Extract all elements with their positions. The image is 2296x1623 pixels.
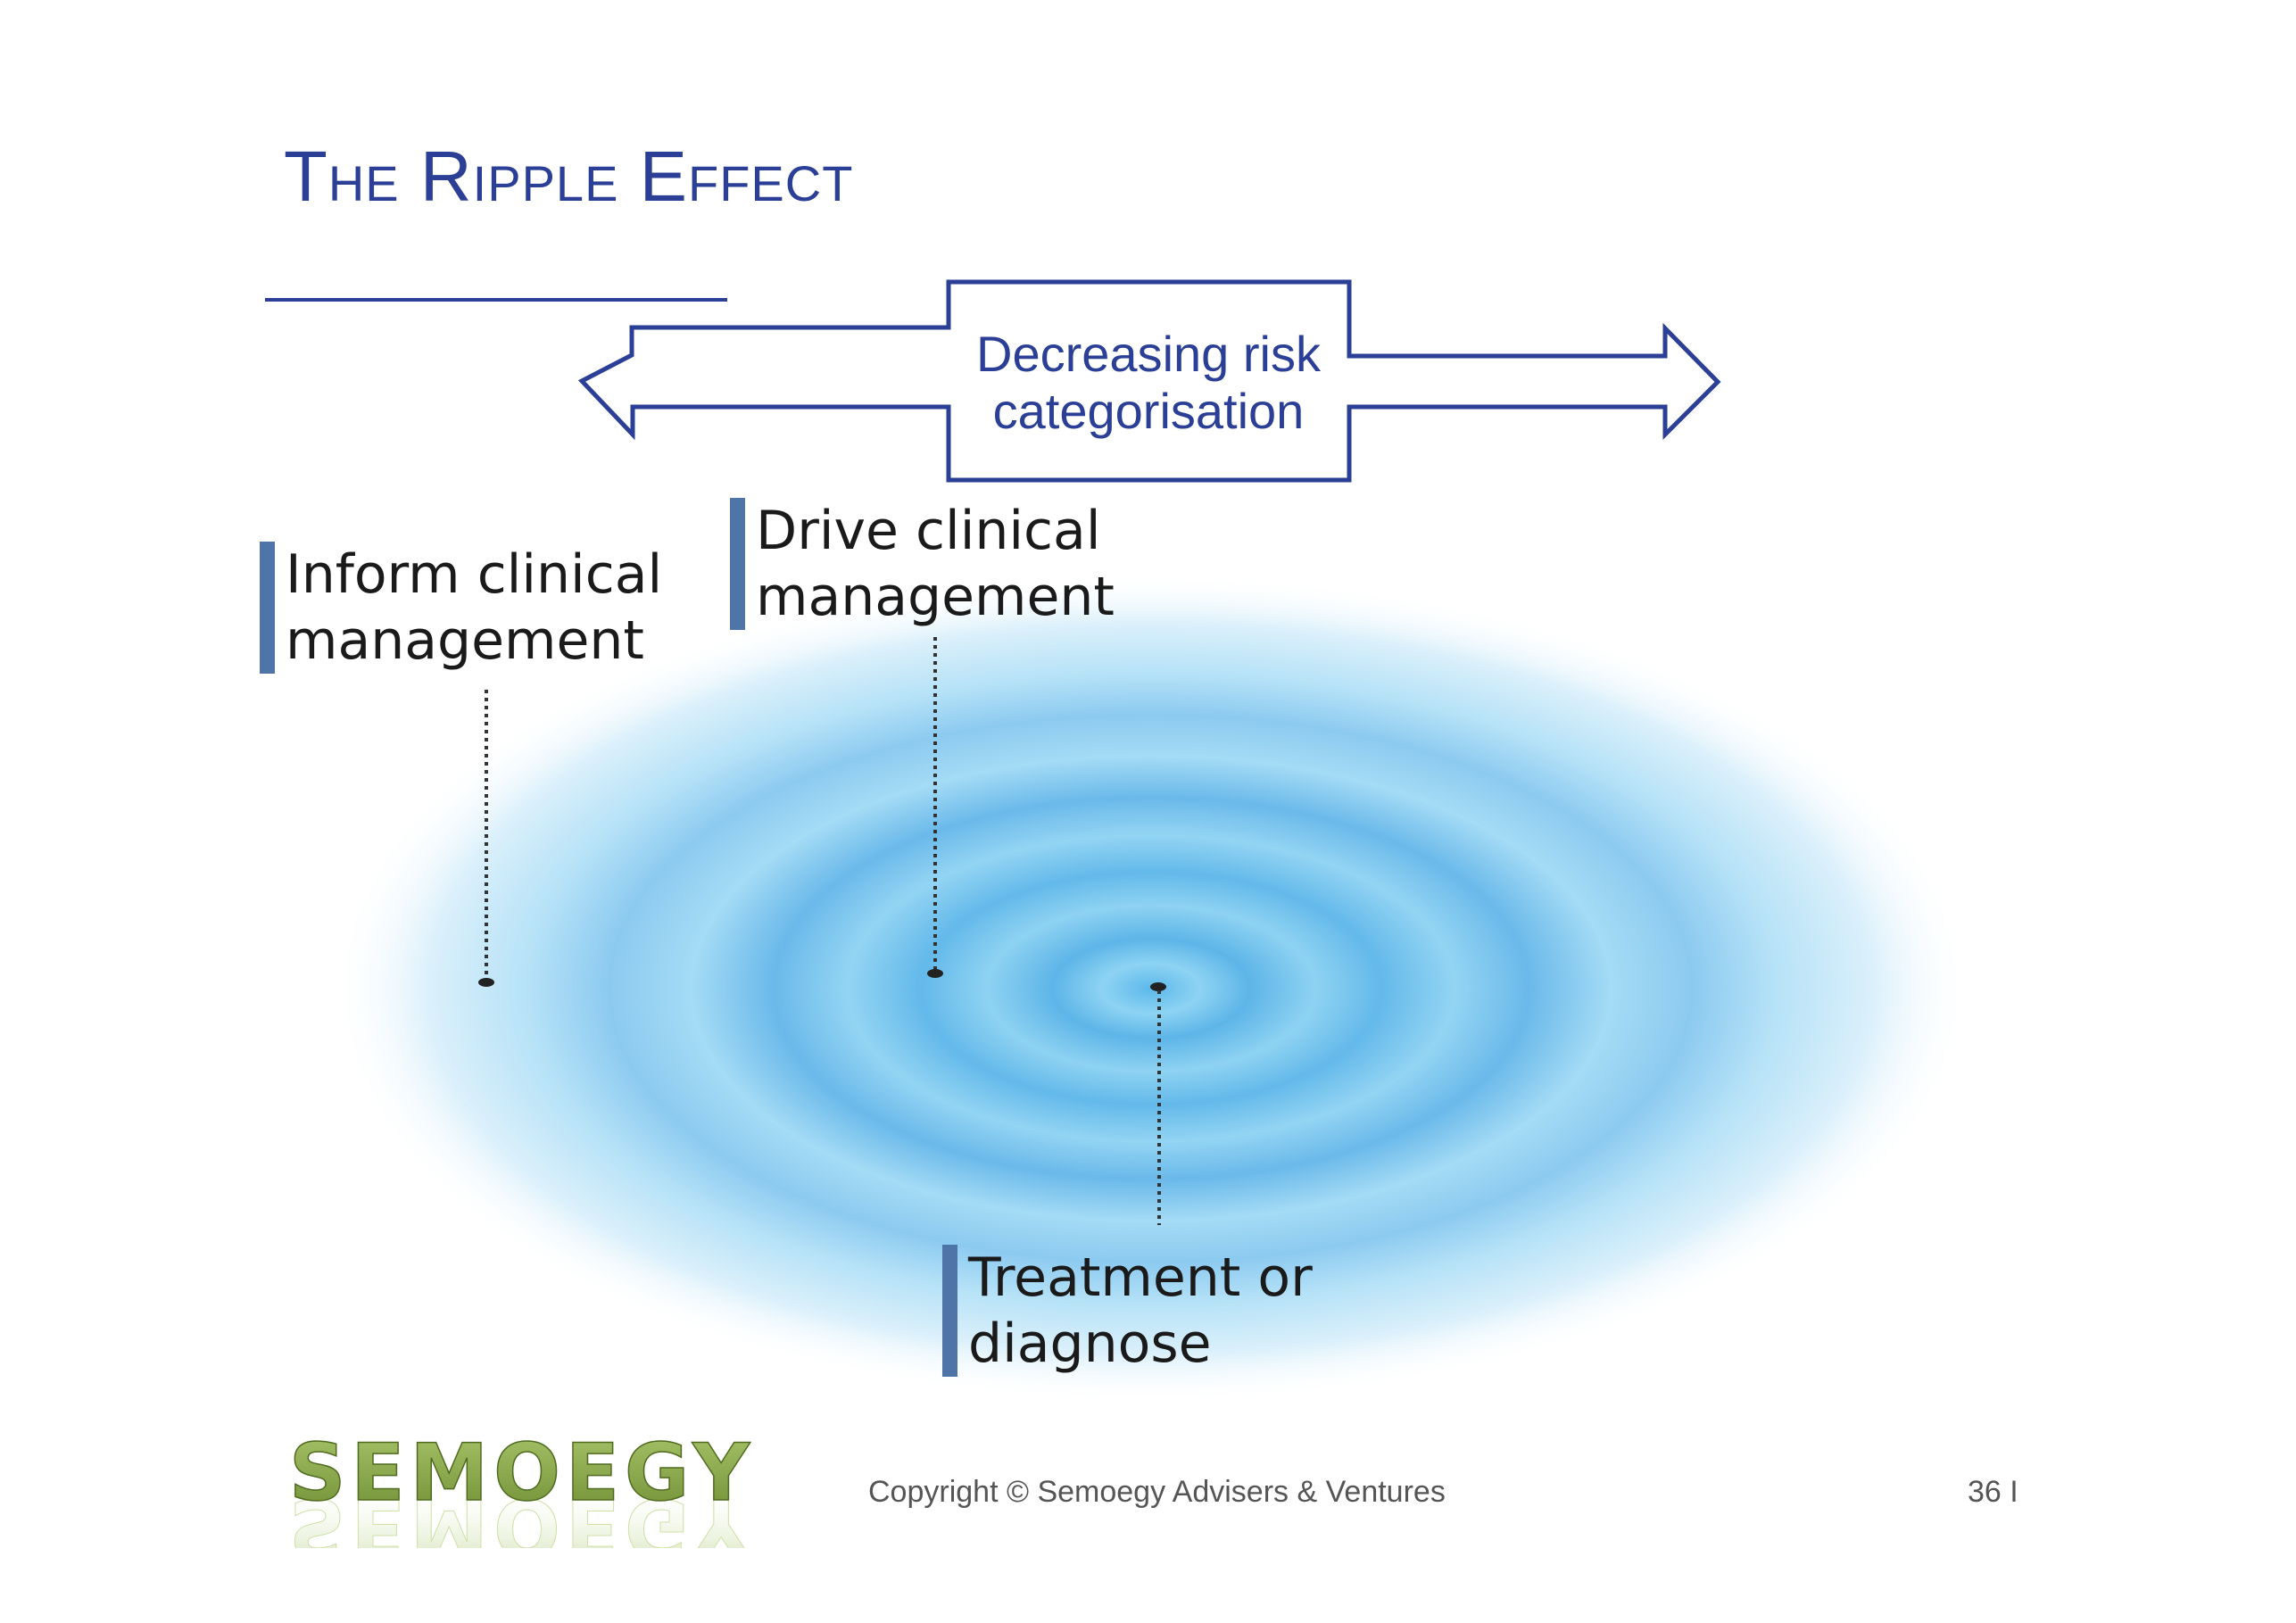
connector-treatment	[1150, 982, 1166, 1225]
callout-line-2: management	[286, 609, 644, 672]
callout-inform-clinical-management: Inform clinical management	[260, 542, 662, 674]
page-number: 36 I	[1968, 1475, 2018, 1509]
page-title: The Ripple Effect	[284, 137, 854, 216]
callout-line-2: diagnose	[968, 1312, 1212, 1375]
callout-text: Inform clinical management	[286, 542, 662, 674]
callout-bar	[942, 1245, 957, 1377]
callout-text: Drive clinical management	[756, 498, 1115, 630]
risk-label-line-2: categorisation	[992, 383, 1305, 439]
callout-drive-clinical-management: Drive clinical management	[730, 498, 1115, 630]
logo-wordmark: SEMOEGY	[289, 1427, 755, 1519]
semoegy-logo: SEMOEGY SEMOEGY	[288, 1426, 755, 1548]
title-underline	[265, 298, 727, 302]
risk-label-line-1: Decreasing risk	[976, 326, 1321, 382]
callout-treatment-or-diagnose: Treatment or diagnose	[942, 1245, 1313, 1377]
callout-text: Treatment or diagnose	[968, 1245, 1313, 1377]
double-headed-arrow-icon	[577, 279, 1721, 483]
copyright-text: Copyright © Semoegy Advisers & Ventures	[868, 1475, 1446, 1509]
callout-line-2: management	[756, 566, 1115, 628]
callout-bar	[730, 498, 745, 630]
connector-inform	[478, 690, 494, 987]
callout-line-1: Inform clinical	[286, 543, 663, 606]
connector-drive	[927, 637, 943, 978]
callout-line-1: Treatment or	[968, 1246, 1313, 1309]
risk-categorisation-label: Decreasing risk categorisation	[948, 326, 1349, 440]
callout-line-1: Drive clinical	[756, 500, 1101, 562]
callout-bar	[260, 542, 275, 674]
logo-reflection: SEMOEGY	[289, 1481, 755, 1548]
